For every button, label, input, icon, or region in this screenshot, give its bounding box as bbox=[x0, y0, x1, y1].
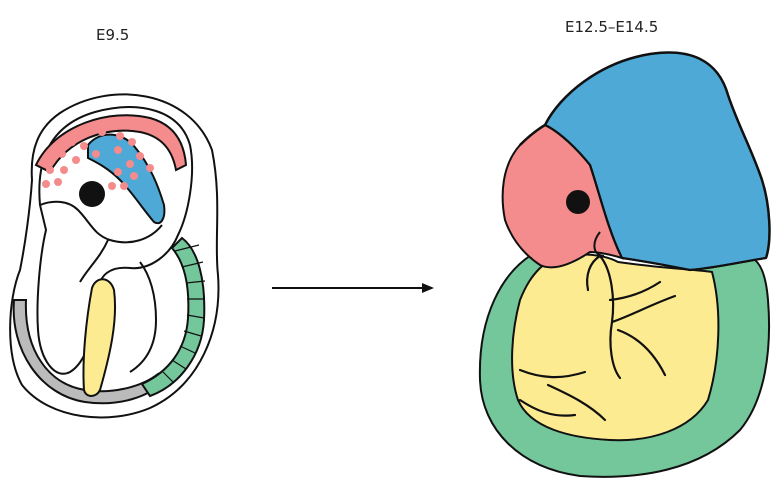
embryo-e9-5 bbox=[10, 94, 218, 417]
embryo-e12-5 bbox=[480, 53, 770, 477]
eye-e12-5 bbox=[566, 190, 590, 214]
eye-e9-5 bbox=[79, 181, 105, 207]
